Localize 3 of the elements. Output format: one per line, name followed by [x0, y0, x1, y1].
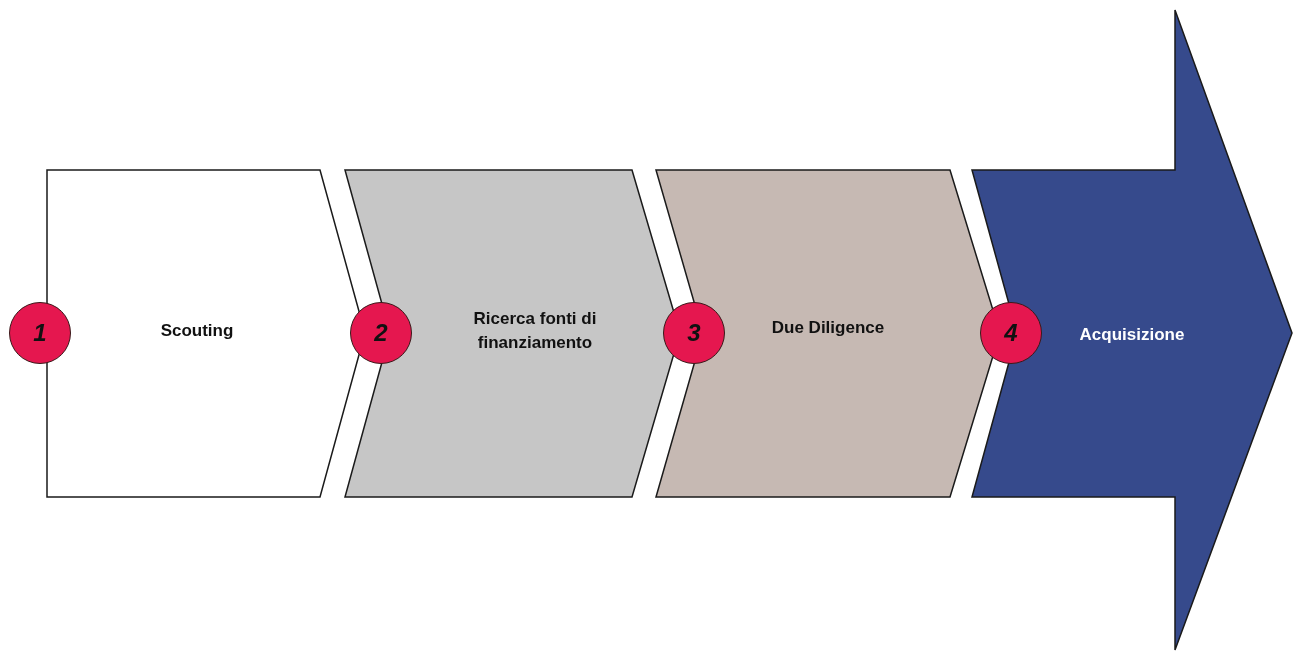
- step-label: Acquisizione: [1078, 324, 1186, 346]
- step-label: Due Diligence: [770, 317, 886, 339]
- step-label: Ricerca fonti di finanziamento: [472, 308, 598, 354]
